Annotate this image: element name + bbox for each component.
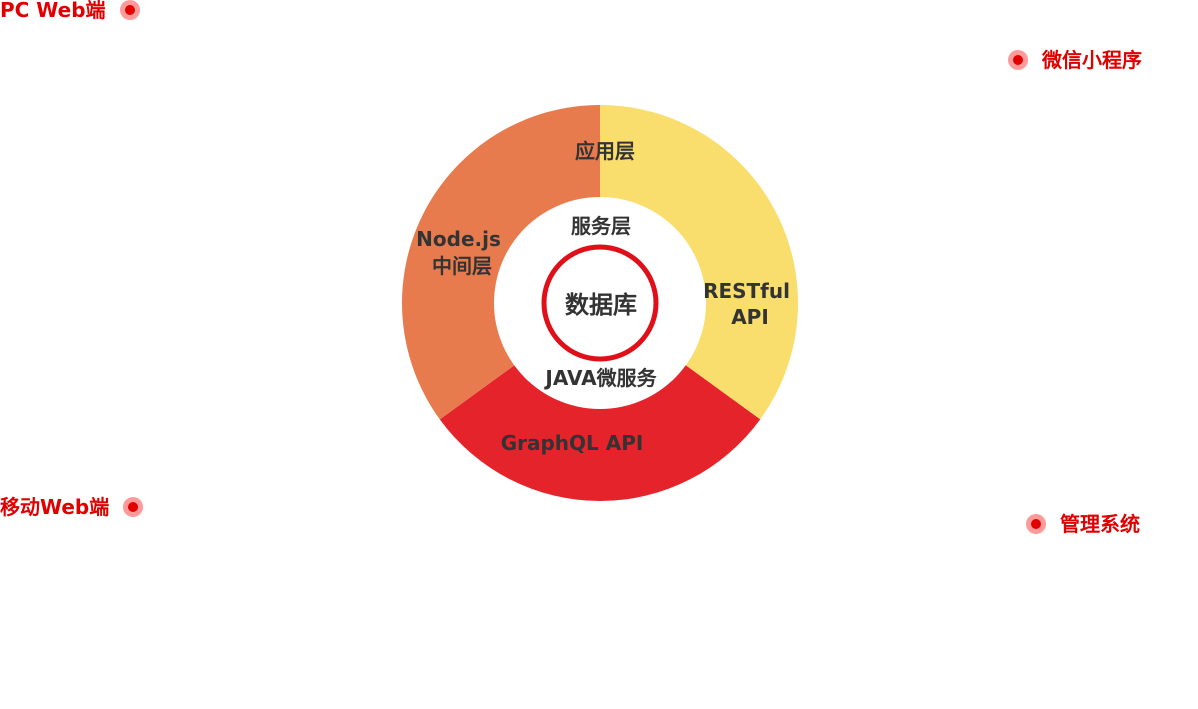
client-admin-system-dot-icon xyxy=(1026,514,1046,534)
label-nodejs-middle: Node.js 中间层 xyxy=(416,227,508,278)
client-mobile-web-label: 移动Web端 xyxy=(0,495,110,519)
ring-segment-3 xyxy=(401,105,600,420)
label-service-layer: 服务层 xyxy=(571,214,631,238)
label-restful-api-line2: API xyxy=(731,305,769,329)
client-admin-system: 管理系统 xyxy=(1026,514,1140,534)
label-nodejs-line2: 中间层 xyxy=(432,254,492,278)
client-pc-web: PC Web端 xyxy=(0,0,140,20)
label-graphql-api: GraphQL API xyxy=(501,431,644,455)
label-nodejs-line1: Node.js xyxy=(416,227,501,251)
ring-segment-1 xyxy=(600,105,799,420)
client-mobile-web: 移动Web端 xyxy=(0,495,144,519)
client-pc-web-label: PC Web端 xyxy=(0,0,106,22)
client-wechat-mini-dot-icon xyxy=(1008,50,1028,70)
database-ring xyxy=(541,244,659,362)
label-java-micro: JAVA微服务 xyxy=(543,366,657,390)
client-mobile-web-dot-icon xyxy=(123,497,144,517)
label-restful-api: RESTful API xyxy=(703,279,797,329)
client-wechat-mini-label: 微信小程序 xyxy=(1042,48,1142,72)
label-restful-api-line1: RESTful xyxy=(703,279,790,303)
client-wechat-mini: 微信小程序 xyxy=(1008,50,1142,70)
label-application-layer: 应用层 xyxy=(575,139,635,163)
client-pc-web-dot-icon xyxy=(119,0,140,20)
label-database: 数据库 xyxy=(565,291,637,319)
client-admin-system-label: 管理系统 xyxy=(1060,512,1140,536)
